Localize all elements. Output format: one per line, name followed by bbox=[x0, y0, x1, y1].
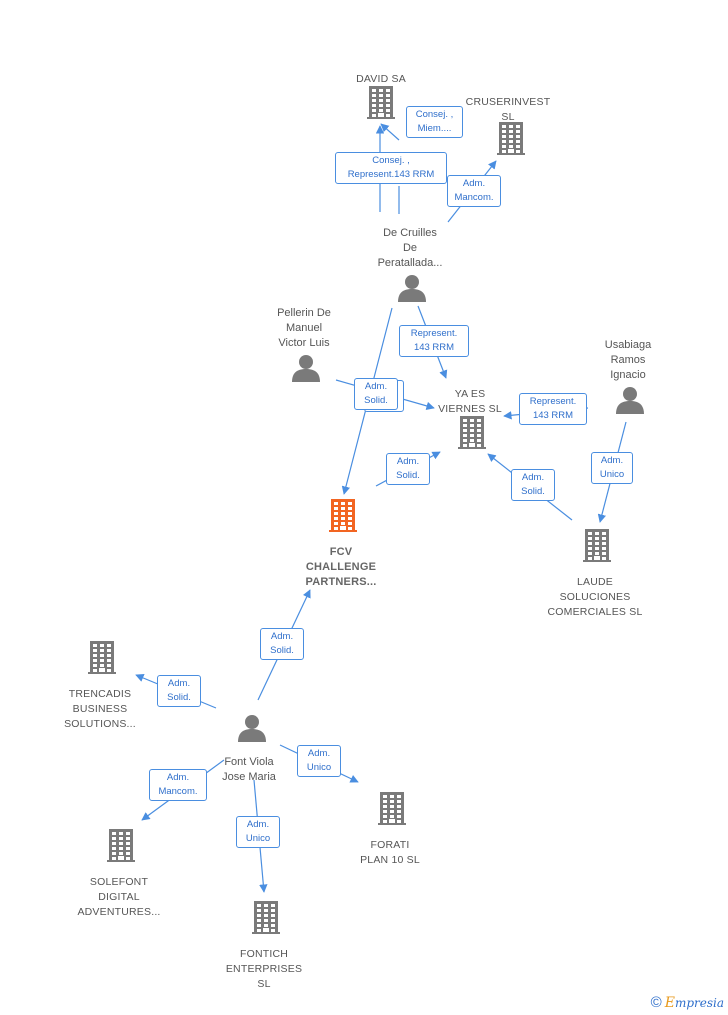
edge-label: Adm. Mancom. bbox=[447, 175, 501, 207]
person-label[interactable]: Pellerin De Manuel Victor Luis bbox=[277, 307, 331, 349]
edge-label: Adm. Unico bbox=[591, 452, 633, 484]
company-label[interactable]: CRUSERINVEST SL bbox=[465, 96, 551, 123]
edge-label: Adm. Solid. bbox=[511, 469, 555, 501]
footer-brand: ©Empresia bbox=[651, 994, 724, 1011]
copyright-icon: © bbox=[650, 994, 662, 1011]
company-label[interactable]: FCV CHALLENGE PARTNERS... bbox=[305, 546, 377, 588]
person-label[interactable]: Font Viola Jose Maria bbox=[222, 756, 276, 783]
company-label[interactable]: LAUDE SOLUCIONES COMERCIALES SL bbox=[547, 576, 643, 618]
company-label[interactable]: YA ES VIERNES SL bbox=[438, 388, 502, 415]
building-icon[interactable] bbox=[252, 901, 280, 934]
edge-label: Represent. 143 RRM bbox=[399, 325, 469, 357]
company-label[interactable]: FORATI PLAN 10 SL bbox=[360, 839, 420, 866]
person-label[interactable]: Usabiaga Ramos Ignacio bbox=[604, 339, 652, 381]
edge-label: Consej. , Represent.143 RRM bbox=[335, 152, 447, 184]
person-icon[interactable] bbox=[398, 275, 426, 302]
brand-name: mpresia bbox=[674, 996, 724, 1010]
company-label[interactable]: SOLEFONT DIGITAL ADVENTURES... bbox=[77, 876, 161, 918]
building-icon[interactable] bbox=[497, 122, 525, 155]
person-icon[interactable] bbox=[238, 715, 266, 742]
building-icon[interactable] bbox=[88, 641, 116, 674]
building-icon[interactable] bbox=[107, 829, 135, 862]
building-icon[interactable] bbox=[378, 792, 406, 825]
company-label[interactable]: FONTICH ENTERPRISES SL bbox=[225, 948, 303, 990]
edge-label: Consej. , Miem.... bbox=[406, 106, 463, 138]
edge-label: Adm. Solid. bbox=[157, 675, 201, 707]
brand-initial: E bbox=[664, 995, 675, 1011]
edge-label: Adm. Solid. bbox=[354, 378, 398, 410]
building-icon[interactable] bbox=[458, 416, 486, 449]
building-icon[interactable] bbox=[583, 529, 611, 562]
building-icon[interactable] bbox=[367, 86, 395, 119]
person-icon[interactable] bbox=[292, 355, 320, 382]
person-label[interactable]: De Cruilles De Peratallada... bbox=[377, 227, 443, 269]
edge-label: Adm. Unico bbox=[297, 745, 341, 777]
company-label[interactable]: TRENCADIS BUSINESS SOLUTIONS... bbox=[64, 688, 136, 730]
edge-line bbox=[380, 123, 400, 141]
building-icon[interactable] bbox=[329, 499, 357, 532]
edge-label: Adm. Mancom. bbox=[149, 769, 207, 801]
company-label[interactable]: DAVID SA bbox=[356, 73, 406, 85]
edge-label: Adm. Solid. bbox=[386, 453, 430, 485]
edge-label: Adm. Unico bbox=[236, 816, 280, 848]
edge-label: Adm. Solid. bbox=[260, 628, 304, 660]
edge-label: Represent. 143 RRM bbox=[519, 393, 587, 425]
person-icon[interactable] bbox=[616, 387, 644, 414]
